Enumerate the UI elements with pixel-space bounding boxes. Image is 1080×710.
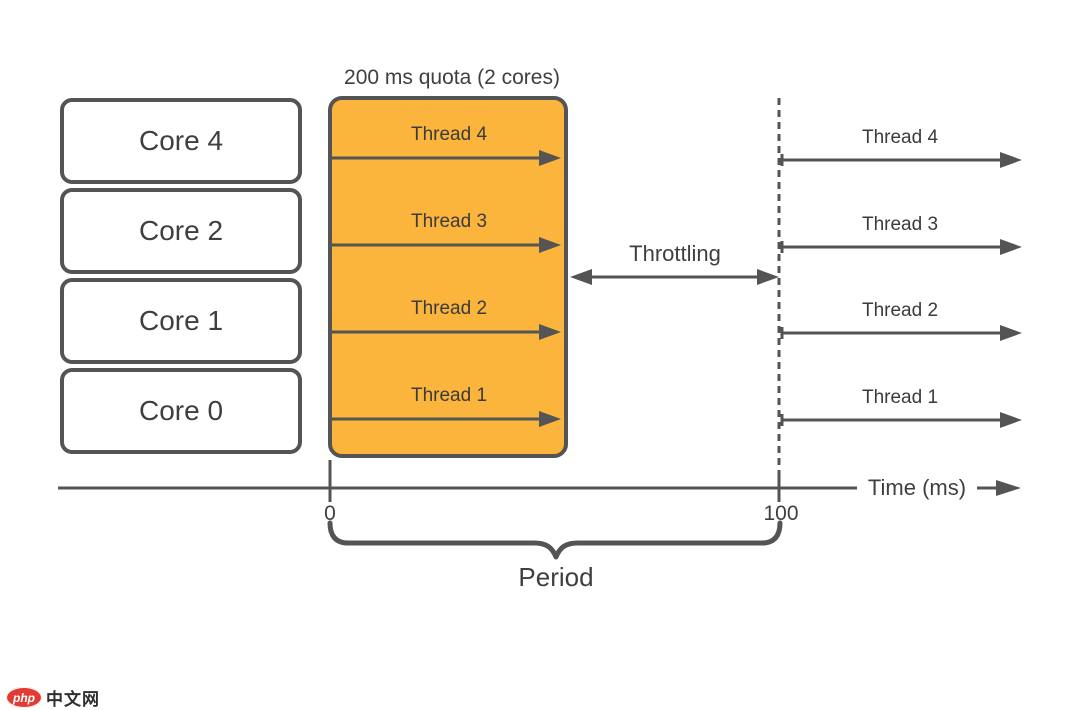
quota-thread-label-2: Thread 2 (410, 298, 488, 319)
post-thread-arrow-1 (780, 412, 1022, 428)
quota-thread-label-3: Thread 3 (410, 211, 488, 232)
throttling-arrow (570, 269, 779, 285)
tick-100-label: 100 (763, 502, 799, 525)
axis-arrowhead (996, 480, 1021, 496)
watermark-text: 中文网 (46, 690, 100, 709)
time-axis-label: Time (ms) (867, 475, 967, 500)
core-label: Core 0 (138, 395, 224, 426)
core-label: Core 2 (138, 215, 224, 246)
post-thread-label-2: Thread 2 (861, 300, 939, 321)
quota-thread-label-4: Thread 4 (410, 124, 488, 145)
php-logo-badge: php (6, 687, 42, 708)
quota-box (328, 96, 568, 458)
period-brace (327, 520, 783, 560)
quota-thread-label-1: Thread 1 (410, 385, 488, 406)
watermark: php 中文网 (6, 685, 100, 710)
post-thread-label-3: Thread 3 (861, 214, 939, 235)
core-box-2: Core 2 (60, 188, 302, 274)
core-box-0: Core 0 (60, 368, 302, 454)
tick-0-label: 0 (324, 502, 336, 525)
post-thread-label-1: Thread 1 (861, 387, 939, 408)
post-thread-arrow-2 (780, 325, 1022, 341)
core-box-1: Core 1 (60, 278, 302, 364)
post-thread-label-4: Thread 4 (861, 127, 939, 148)
quota-title: 200 ms quota (2 cores) (344, 66, 560, 89)
period-label: Period (518, 562, 594, 592)
core-box-4: Core 4 (60, 98, 302, 184)
core-label: Core 4 (138, 125, 224, 156)
throttling-label: Throttling (629, 241, 721, 266)
core-label: Core 1 (138, 305, 224, 336)
post-thread-arrow-4 (780, 152, 1022, 168)
post-thread-arrow-3 (780, 239, 1022, 255)
